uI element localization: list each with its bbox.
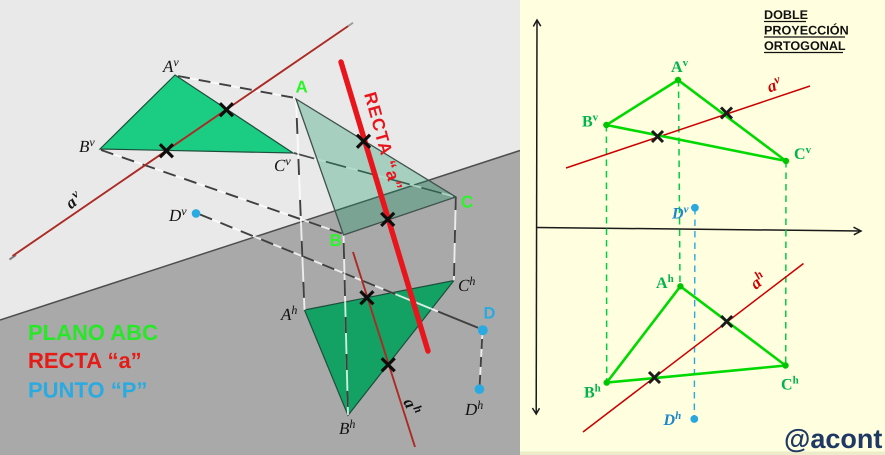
svg-text:DOBLE: DOBLE [764, 8, 808, 22]
svg-text:B: B [330, 231, 342, 250]
svg-text:A: A [296, 78, 308, 97]
svg-text:PROYECCIÓN: PROYECCIÓN [764, 23, 849, 38]
svg-text:PUNTO “P”: PUNTO “P” [28, 378, 147, 403]
svg-text:D: D [484, 304, 496, 322]
svg-text:C: C [461, 193, 473, 212]
svg-text:RECTA “a”: RECTA “a” [28, 348, 142, 373]
svg-text:PLANO ABC: PLANO ABC [28, 320, 158, 345]
svg-text:ORTOGONAL: ORTOGONAL [764, 39, 846, 53]
svg-text:@acont: @acont [784, 424, 882, 454]
